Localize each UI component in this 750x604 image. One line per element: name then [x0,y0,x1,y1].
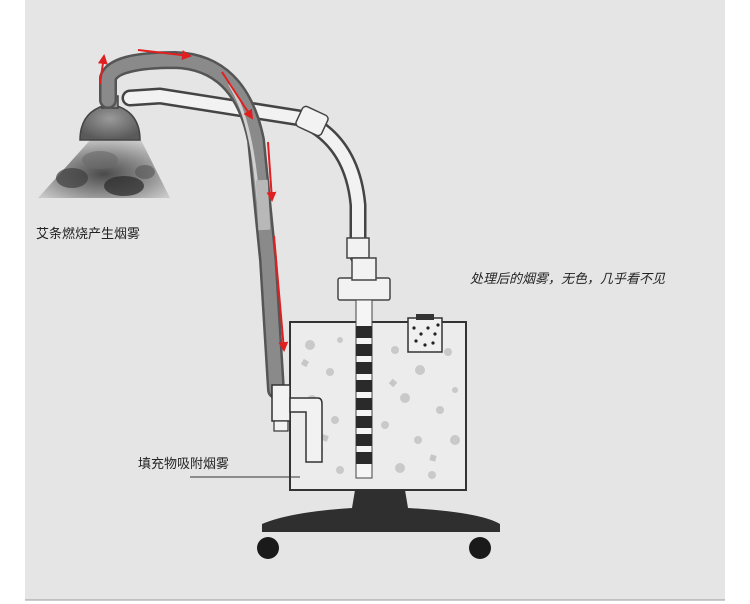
processed-smoke-label: 处理后的烟雾，无色，几乎看不见 [470,272,666,287]
flow-arrow-up [97,54,108,85]
smoke-cone [38,138,170,198]
intake-hose-inner [101,53,283,397]
flow-arrow-top [137,49,192,61]
right-wheel [469,537,491,559]
filter-adsorb-label: 填充物吸附烟雾 [138,456,229,472]
inlet-pipe [271,384,323,463]
filter-cartridge [407,314,443,353]
arm-neck [346,237,370,259]
flow-arrow-diag [221,71,254,120]
smoke-source-label: 艾条燃烧产生烟雾 [36,226,140,242]
arm-joint [295,105,329,137]
flow-arrows [97,49,289,352]
central-chimney [355,299,373,479]
left-wheel [257,537,279,559]
flow-arrow-down-1 [266,141,277,202]
housing-top-tube [351,257,377,281]
housing-cap [337,277,391,301]
stand-base [257,490,500,559]
flow-arrow-down-2 [273,235,289,352]
